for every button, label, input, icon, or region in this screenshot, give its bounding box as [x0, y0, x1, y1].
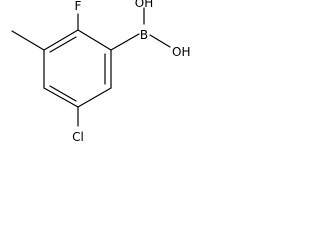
bond-ring-top-left [43, 29, 79, 51]
bond-ring-top-right [77, 29, 112, 51]
bond-ring-bottom-left [43, 87, 79, 108]
double-bond-inner-bottom-left [49, 85, 77, 102]
hydroxyl-bottom-label: OH [172, 45, 190, 59]
bond-boron [110, 33, 140, 51]
benzene-ring [43, 29, 112, 108]
double-bond-inner-top-left [49, 36, 77, 53]
bond-ring-bottom-right [77, 87, 112, 108]
bond-boron-oh-bottom [149, 34, 171, 48]
bond-methyl [11, 30, 45, 51]
fluorine-label: F [75, 0, 82, 13]
hydroxyl-top-label: OH [135, 0, 153, 10]
molecule-diagram: F B OH OH Cl [11, 0, 190, 144]
chlorine-label: Cl [72, 130, 84, 144]
boron-label: B [140, 28, 148, 42]
chemical-structure-canvas: F B OH OH Cl [0, 0, 195, 177]
